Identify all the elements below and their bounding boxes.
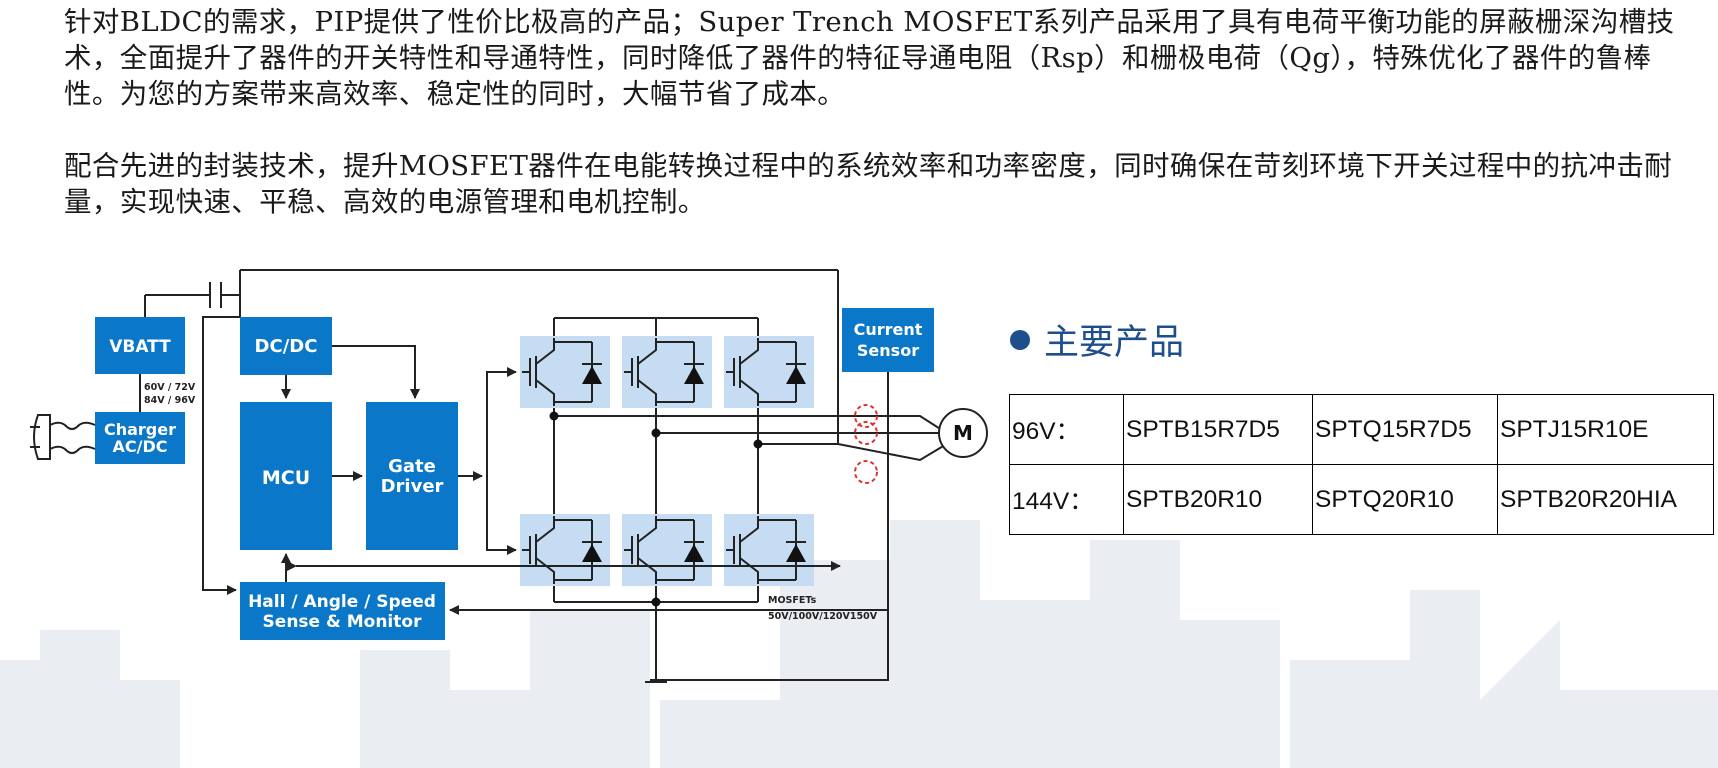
bullet-icon: [1010, 329, 1030, 350]
hall-sense-label-1: Hall / Angle / Speed: [248, 592, 436, 612]
gate-driver-label-1: Gate: [388, 456, 436, 477]
current-sensor-coils: [854, 404, 878, 484]
motor-icon: [938, 408, 988, 458]
voltage-cell: 144V：: [1009, 464, 1124, 535]
hall-sense-label-2: Sense & Monitor: [263, 612, 423, 632]
intro-paragraph-2: 配合先进的封装技术，提升MOSFET器件在电能转换过程中的系统效率和功率密度，同…: [64, 150, 1673, 218]
charger-block: [95, 412, 185, 464]
dcdc-block: [240, 317, 332, 375]
ac-plug-icon: [30, 414, 96, 460]
part-cell: SPTB15R7D5: [1123, 394, 1313, 465]
product-table: 96V： SPTB15R7D5 SPTQ15R7D5 SPTJ15R10E 14…: [1009, 394, 1714, 535]
battery-voltage-line1: 60V / 72V: [144, 382, 196, 393]
part-cell: SPTB20R20HIA: [1497, 464, 1714, 535]
mcu-block: [240, 402, 332, 550]
part-cell: SPTB20R10: [1123, 464, 1313, 535]
part-cell: SPTJ15R10E: [1497, 394, 1714, 465]
gate-driver-label-2: Driver: [381, 476, 444, 497]
current-sensor-block: [842, 308, 934, 372]
mosfet-label: MOSFETs: [768, 595, 817, 606]
part-cell: SPTQ15R7D5: [1312, 394, 1498, 465]
motor-label: M: [953, 421, 973, 445]
dcdc-label: DC/DC: [255, 336, 318, 357]
current-sensor-label-2: Sensor: [857, 341, 919, 360]
table-row: 144V： SPTB20R10 SPTQ20R10 SPTB20R20HIA: [1009, 464, 1714, 535]
table-row: 96V： SPTB15R7D5 SPTQ15R7D5 SPTJ15R10E: [1009, 394, 1714, 465]
gate-driver-block: [366, 402, 458, 550]
mcu-label: MCU: [262, 467, 310, 489]
hall-sense-block: [240, 582, 445, 640]
part-cell: SPTQ20R10: [1312, 464, 1498, 535]
main-products-title: 主要产品: [1044, 323, 1185, 363]
charger-label-2: AC/DC: [113, 437, 168, 456]
mosfet-bridge: [519, 335, 815, 587]
charger-label-1: Charger: [104, 420, 176, 439]
battery-voltage-line2: 84V / 96V: [144, 395, 196, 406]
vbatt-block: [95, 317, 185, 374]
capacitor-wire: [144, 269, 839, 317]
main-products-heading: 主要产品: [1010, 314, 1184, 365]
mosfet-voltages: 50V/100V/120V150V: [768, 611, 878, 622]
bldc-block-diagram: VBATT 60V / 72V 84V / 96V Charger AC/DC …: [30, 269, 988, 683]
vbatt-label: VBATT: [109, 337, 171, 357]
intro-text: 针对BLDC的需求，PIP提供了性价比极高的产品；Super Trench MO…: [64, 4, 1684, 220]
voltage-cell: 96V：: [1009, 394, 1124, 465]
current-sensor-label-1: Current: [854, 320, 923, 339]
intro-paragraph-1: 针对BLDC的需求，PIP提供了性价比极高的产品；Super Trench MO…: [64, 6, 1675, 110]
